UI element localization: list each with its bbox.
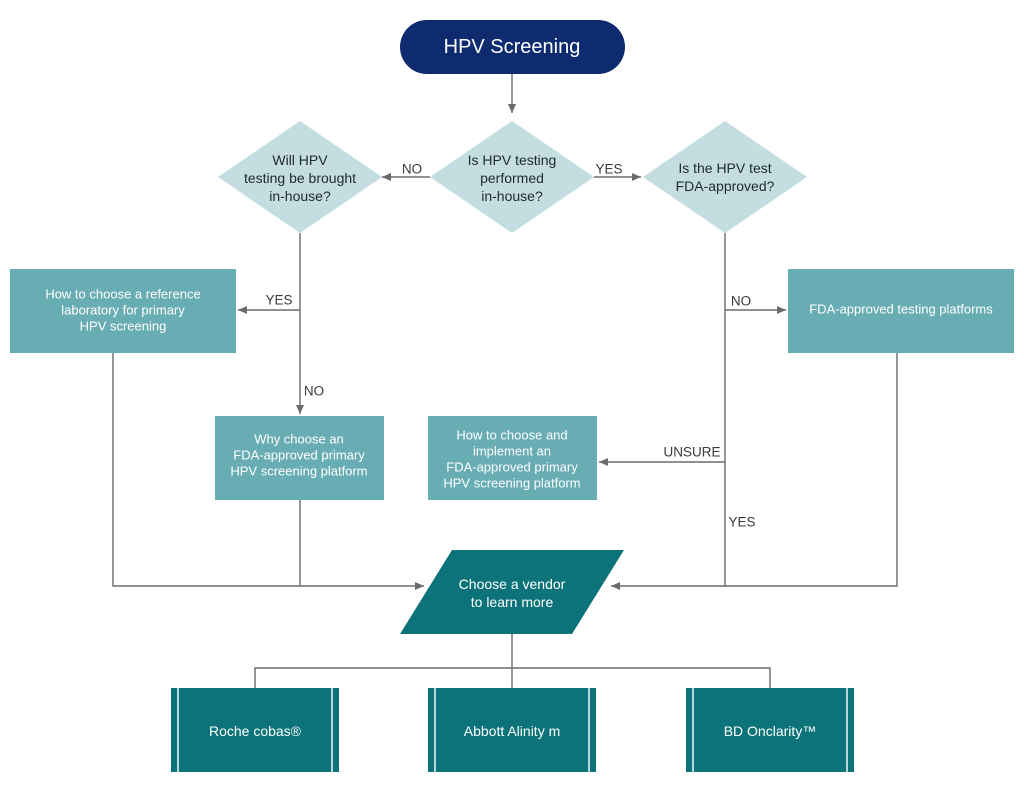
box-line: FDA-approved testing platforms [809,302,993,317]
process-box [215,416,384,500]
decision-line: in-house? [481,188,543,204]
edge-label-unsure: UNSURE [663,445,720,460]
decision-line: Is the HPV test [678,160,771,176]
vendor-prompt-line: to learn more [471,594,554,610]
connectors [112,74,898,688]
box-line: How to choose a reference [45,287,200,302]
decision-diamond [430,121,594,233]
vendor-roche[interactable]: Roche cobas® [171,688,339,772]
box-line: HPV screening [80,319,167,334]
vendor-box[interactable] [171,688,339,772]
decision-fda-approved: Is the HPV test FDA-approved? [643,121,807,233]
decision-line: performed [480,170,544,186]
decision-line: Will HPV [272,152,328,168]
decision-brought-in-house: Will HPV testing be brought in-house? [218,121,382,233]
start-label: HPV Screening [444,36,581,58]
decision-line: Is HPV testing [468,152,557,168]
box-why-fda: Why choose an FDA-approved primary HPV s… [215,416,384,500]
box-line: implement an [473,444,551,459]
edge-labels: NO YES YES NO NO UNSURE YES [265,162,755,530]
decision-diamond [218,121,382,233]
decision-line: in-house? [269,188,331,204]
box-line: HPV screening platform [230,464,367,479]
edge-label-yes-reference: YES [265,293,292,308]
edge-label-yes-in-house: YES [595,162,622,177]
vendor-bd[interactable]: BD Onclarity™ [686,688,854,772]
box-line: HPV screening platform [443,476,580,491]
box-line: FDA-approved primary [446,460,578,475]
decision-line: testing be brought [244,170,356,186]
vendor-label: BD Onclarity™ [724,723,817,739]
box-fda-platforms: FDA-approved testing platforms [788,269,1014,353]
vendor-box[interactable] [428,688,596,772]
start-terminator [400,20,625,74]
connector-platforms-to-vendor [725,353,898,587]
vendor-box[interactable] [686,688,854,772]
decision-in-house: Is HPV testing performed in-house? [430,121,594,233]
vendor-prompt-line: Choose a vendor [459,576,566,592]
connector-vendor-branch [254,667,771,688]
box-reference-lab: How to choose a reference laboratory for… [10,269,236,353]
start-node: HPV Screening [400,20,625,74]
connector-reference-to-vendor [112,353,424,590]
process-box [428,416,597,500]
decision-line: FDA-approved? [676,178,775,194]
vendor-prompt-node: Choose a vendor to learn more [400,550,624,634]
box-how-to-choose: How to choose and implement an FDA-appro… [428,416,597,500]
vendor-label: Abbott Alinity m [464,723,561,739]
vendor-abbott[interactable]: Abbott Alinity m [428,688,596,772]
connector-fda-trunk [611,233,726,590]
vendor-parallelogram [400,550,624,634]
process-box [788,269,1014,353]
edge-label-no-why: NO [304,384,324,399]
decision-diamond [643,121,807,233]
edge-label-no-fda: NO [731,294,751,309]
edge-label-no-in-house: NO [402,162,422,177]
edge-label-yes-vendor: YES [728,515,755,530]
process-box [10,269,236,353]
vendor-label: Roche cobas® [209,723,302,739]
box-line: laboratory for primary [61,303,185,318]
box-line: Why choose an [254,432,344,447]
box-line: FDA-approved primary [233,448,365,463]
box-line: How to choose and [456,428,567,443]
